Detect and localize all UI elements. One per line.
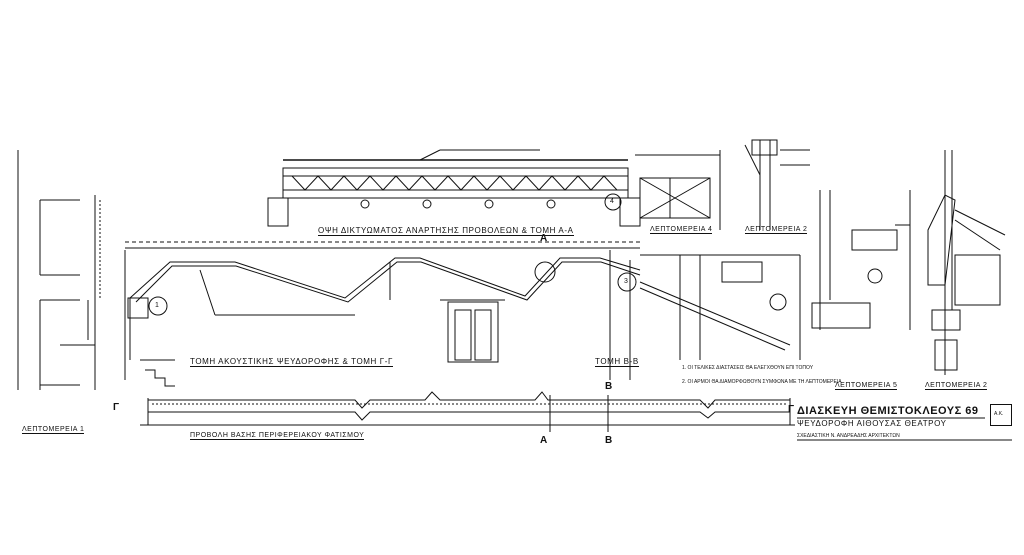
detail-2-title: ΛΕΠΤΟΜΕΡΕΙΑ 2 (925, 382, 988, 390)
architect-line: ΣΧΕΔΙΑΣΤΙΚΗ Ν. ΑΝΔΡΕΑΔΗΣ ΑΡΧΙΤΕΚΤΩΝ (797, 433, 900, 439)
sheet-stamp: Α.Κ. (990, 404, 1012, 426)
sheet-code: Α.Κ. (994, 411, 1004, 417)
detail-5-linework (811, 190, 911, 330)
plan-title: ΠΡΟΒΟΛΗ ΒΑΣΗΣ ΠΕΡΙΦΕΡΕΙΑΚΟΥ ΦΑΤΙΣΜΟΥ (190, 432, 365, 440)
callout-3: 3 (624, 278, 629, 285)
titleblock-linework (797, 417, 1012, 441)
detail-4-linework (604, 150, 721, 230)
section-aa-title: ΟΨΗ ΔΙΚΤΥΩΜΑΤΟΣ ΑΝΑΡΤΗΣΗΣ ΠΡΟΒΟΛΕΩΝ & ΤΟ… (318, 226, 574, 236)
note-2: 2. ΟΙ ΑΡΜΟΙ ΘΑ ΔΙΑΜΟΡΦΩΘΟΥΝ ΣΥΜΦΩΝΑ ΜΕ Τ… (682, 379, 842, 385)
plan-linework (140, 391, 795, 432)
section-b-marker-top: Β (605, 381, 613, 392)
detail-5-title: ΛΕΠΤΟΜΕΡΕΙΑ 5 (835, 382, 898, 390)
detail-1-title: ΛΕΠΤΟΜΕΡΕΙΑ 1 (22, 426, 85, 434)
section-g-marker-left: Γ (113, 402, 120, 413)
section-bb-title: ΤΟΜΗ Β-Β (595, 357, 639, 367)
section-b-marker-bottom: Β (605, 435, 613, 446)
section-gg-title: ΤΟΜΗ ΑΚΟΥΣΤΙΚΗΣ ΨΕΥΔΟΡΟΦΗΣ & ΤΟΜΗ Γ-Γ (190, 357, 394, 367)
drawing-title: ΔΙΑΣΚΕΥΗ ΘΕΜΙΣΤΟΚΛΕΟΥΣ 69 (797, 405, 979, 417)
detail-2-top-title: ΛΕΠΤΟΜΕΡΕΙΑ 2 (745, 226, 808, 234)
drawing-subtitle: ΨΕΥΔΟΡΟΦΗ ΑΙΘΟΥΣΑΣ ΘΕΑΤΡΟΥ (797, 419, 947, 428)
detail-2-right-linework (927, 150, 1006, 375)
detail-1-linework (17, 150, 101, 390)
detail-4-title: ΛΕΠΤΟΜΕΡΕΙΑ 4 (650, 226, 713, 234)
section-g-marker-right: Γ (788, 404, 795, 415)
section-a-marker-bottom: Α (540, 435, 548, 446)
section-bb-linework (639, 254, 801, 360)
title-block: ΔΙΑΣΚΕΥΗ ΘΕΜΙΣΤΟΚΛΕΟΥΣ 69 ΨΕΥΔΟΡΟΦΗ ΑΙΘΟ… (797, 404, 1009, 444)
section-aa-marker: Α (540, 233, 548, 244)
section-gg-linework (124, 241, 641, 387)
note-1: 1. ΟΙ ΤΕΛΙΚΕΣ ΔΙΑΣΤΑΣΕΙΣ ΘΑ ΕΛΕΓΧΘΟΥΝ ΕΠ… (682, 365, 814, 371)
truss-elevation-linework (267, 149, 641, 227)
callout-1: 1 (155, 302, 160, 309)
detail-2-top-linework (744, 139, 810, 230)
callout-4: 4 (610, 198, 615, 205)
